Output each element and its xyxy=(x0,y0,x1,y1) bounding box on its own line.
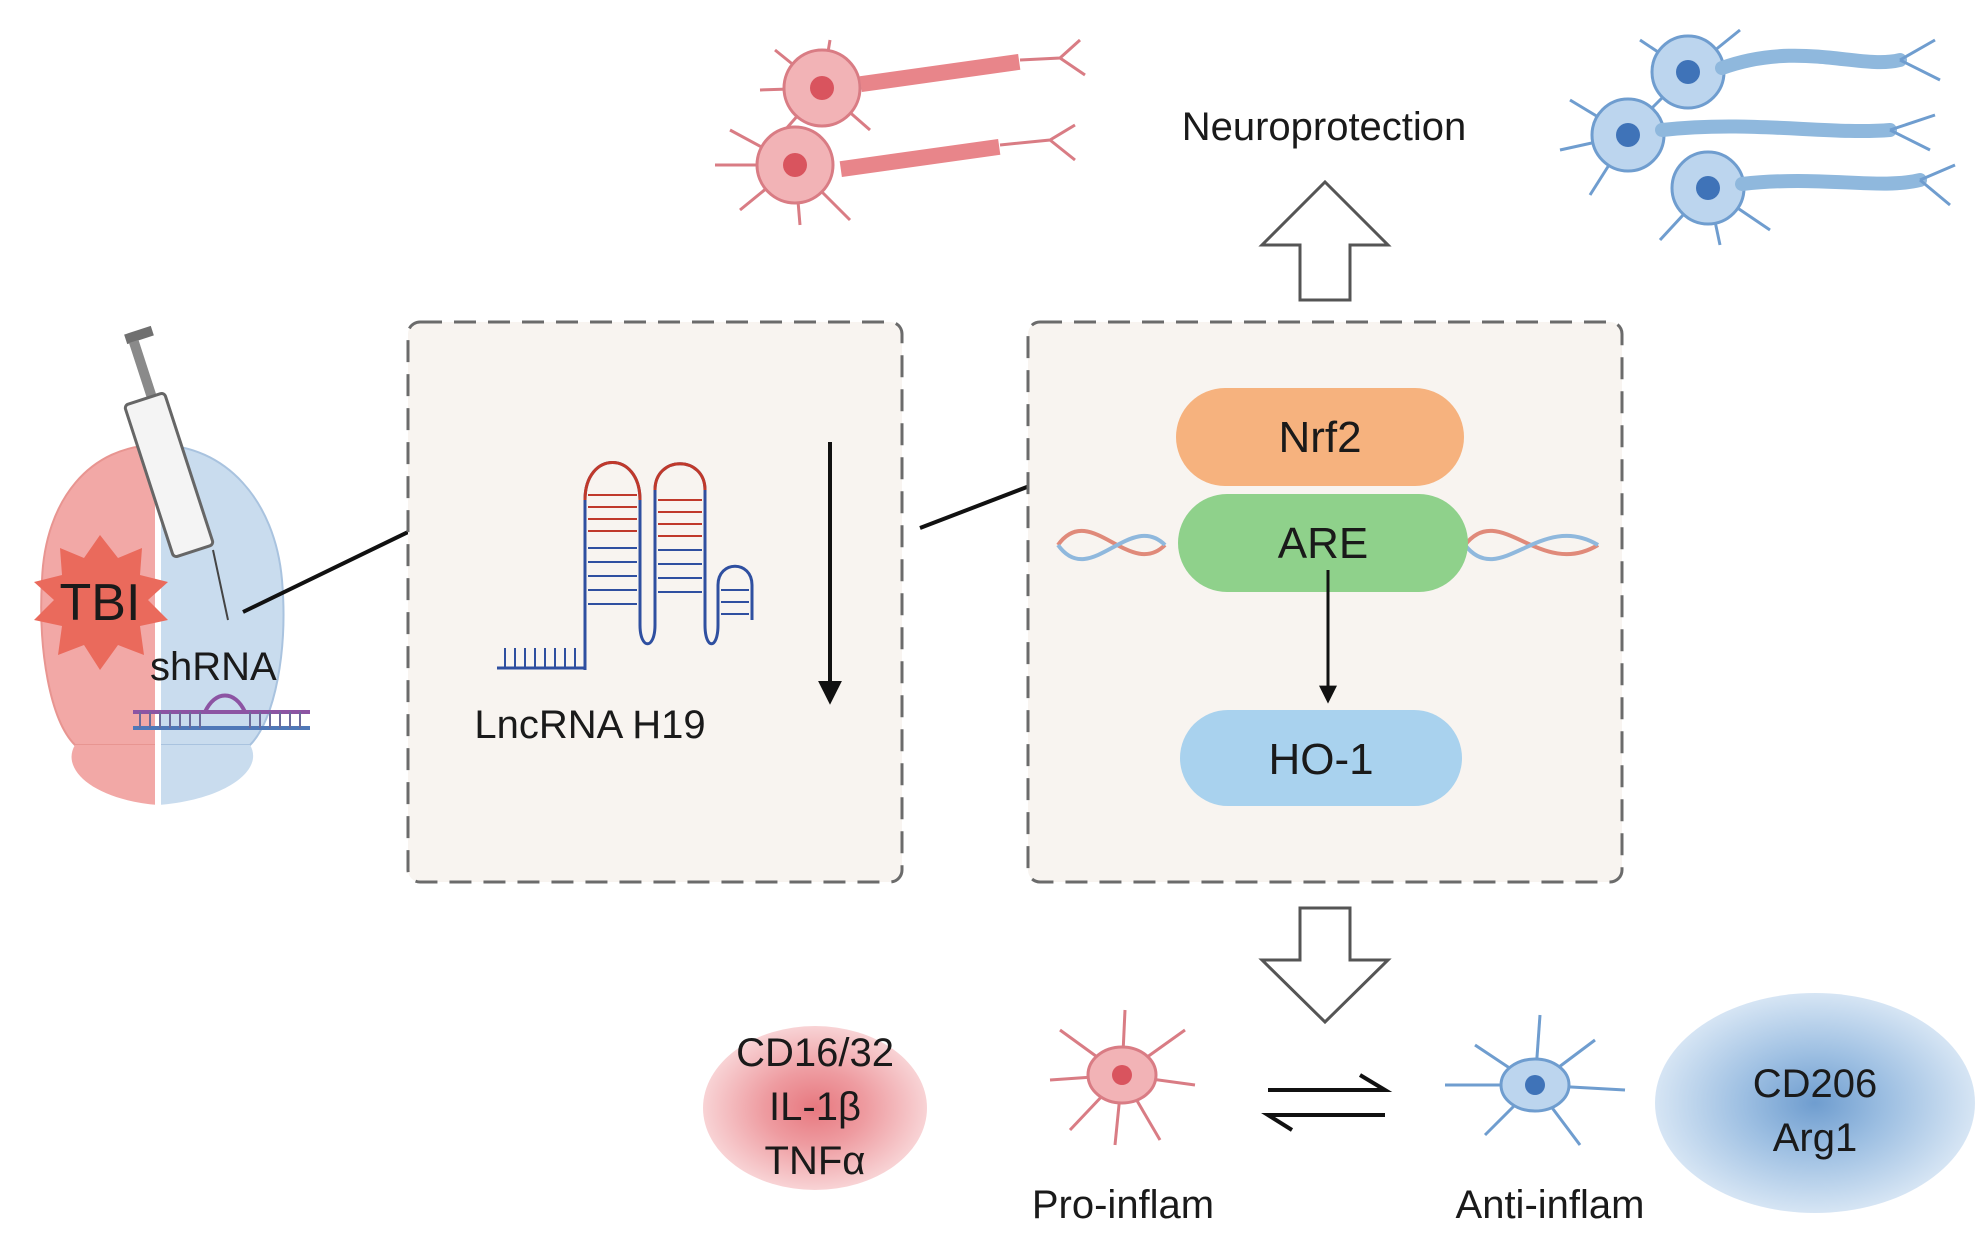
lncrna-hairpin-icon xyxy=(497,461,754,670)
tbi-label: TBI xyxy=(60,574,141,632)
are-label: ARE xyxy=(1278,519,1368,568)
nrf2-pill: Nrf2 xyxy=(1176,388,1464,486)
neuroprotection-label: Neuroprotection xyxy=(1182,105,1467,149)
healthy-neurons-illustration xyxy=(1559,28,1956,246)
shrna-label: shRNA xyxy=(150,645,277,689)
tbi-starburst: TBI xyxy=(34,535,168,670)
anti-marker-cloud: CD206 Arg1 xyxy=(1655,993,1975,1213)
pro-inflam-label: Pro-inflam xyxy=(1032,1183,1214,1227)
anti-inflam-microglia-icon xyxy=(1445,1014,1626,1146)
are-pill: ARE xyxy=(1178,494,1468,592)
lncrna-label: LncRNA H19 xyxy=(474,703,705,747)
pro-marker-2: IL-1β xyxy=(769,1085,861,1129)
ho1-pill: HO-1 xyxy=(1180,710,1462,806)
pathway-box xyxy=(1026,320,1624,884)
anti-inflam-label: Anti-inflam xyxy=(1456,1183,1645,1227)
dna-helix-right-icon xyxy=(1463,529,1600,561)
anti-marker-1: CD206 xyxy=(1753,1062,1878,1106)
shrna-duplex-icon xyxy=(133,693,310,730)
pro-marker-1: CD16/32 xyxy=(736,1031,894,1075)
hollow-arrow-up xyxy=(1258,179,1392,302)
syringe-icon xyxy=(123,325,229,621)
pro-inflam-microglia-icon xyxy=(1049,1009,1196,1146)
pro-marker-3: TNFα xyxy=(765,1139,866,1183)
anti-marker-2: Arg1 xyxy=(1773,1116,1858,1160)
nrf2-label: Nrf2 xyxy=(1278,413,1361,462)
pro-marker-cloud: CD16/32 IL-1β TNFα xyxy=(703,1026,927,1190)
damaged-neurons-illustration xyxy=(715,38,1086,226)
equilibrium-arrows xyxy=(1261,1073,1393,1132)
hollow-arrow-down xyxy=(1258,906,1392,1025)
ho1-label: HO-1 xyxy=(1268,735,1373,784)
dna-helix-left-icon xyxy=(1056,528,1167,562)
